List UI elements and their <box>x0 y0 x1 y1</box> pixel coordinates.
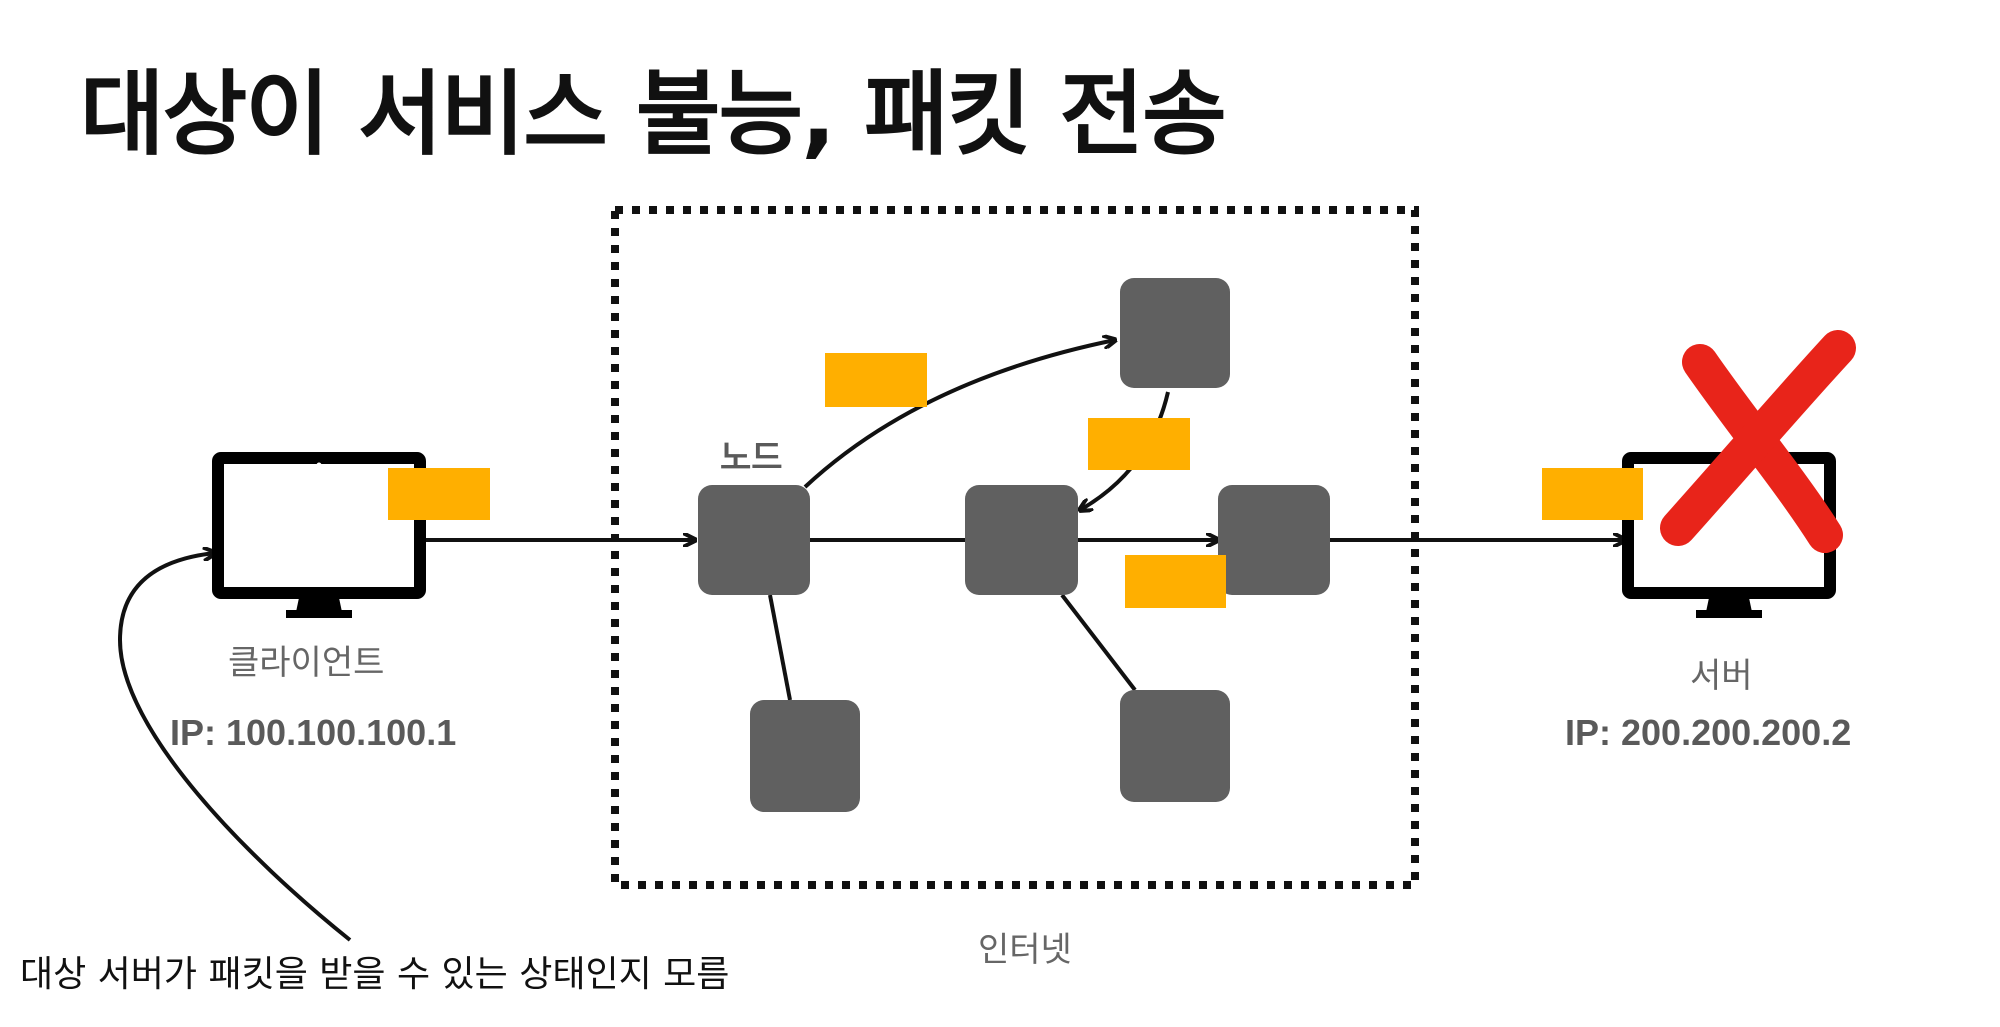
node-label: 노드 <box>720 438 783 478</box>
arrow-node-to-top-node <box>803 340 1115 489</box>
node-square <box>1120 690 1230 802</box>
packet <box>825 353 927 407</box>
server-ip: IP: 200.200.200.2 <box>1565 712 1852 753</box>
server-label: 서버 <box>1690 656 1753 696</box>
page-title: 대상이 서비스 불능, 패킷 전송 <box>80 61 1227 168</box>
packet <box>1542 468 1643 520</box>
arrow-note-to-client <box>117 553 352 942</box>
internet-label: 인터넷 <box>978 930 1072 970</box>
unavailable-x-icon <box>1660 330 1856 553</box>
node-square <box>965 485 1078 595</box>
packet <box>1088 418 1190 470</box>
link-node1-node4 <box>768 594 792 701</box>
link-node3-node6 <box>1060 593 1137 692</box>
node-square <box>1120 278 1230 388</box>
internet-boundary <box>611 206 1419 889</box>
caption-note: 대상 서버가 패킷을 받을 수 있는 상태인지 모름 <box>20 954 730 995</box>
packet <box>388 468 490 520</box>
client-ip: IP: 100.100.100.1 <box>170 712 457 753</box>
client-label: 클라이언트 <box>228 643 385 683</box>
client-monitor-icon <box>212 452 426 618</box>
node-square <box>750 700 860 812</box>
node-square <box>1218 485 1330 595</box>
packet <box>1125 555 1226 608</box>
node-square <box>698 485 810 595</box>
